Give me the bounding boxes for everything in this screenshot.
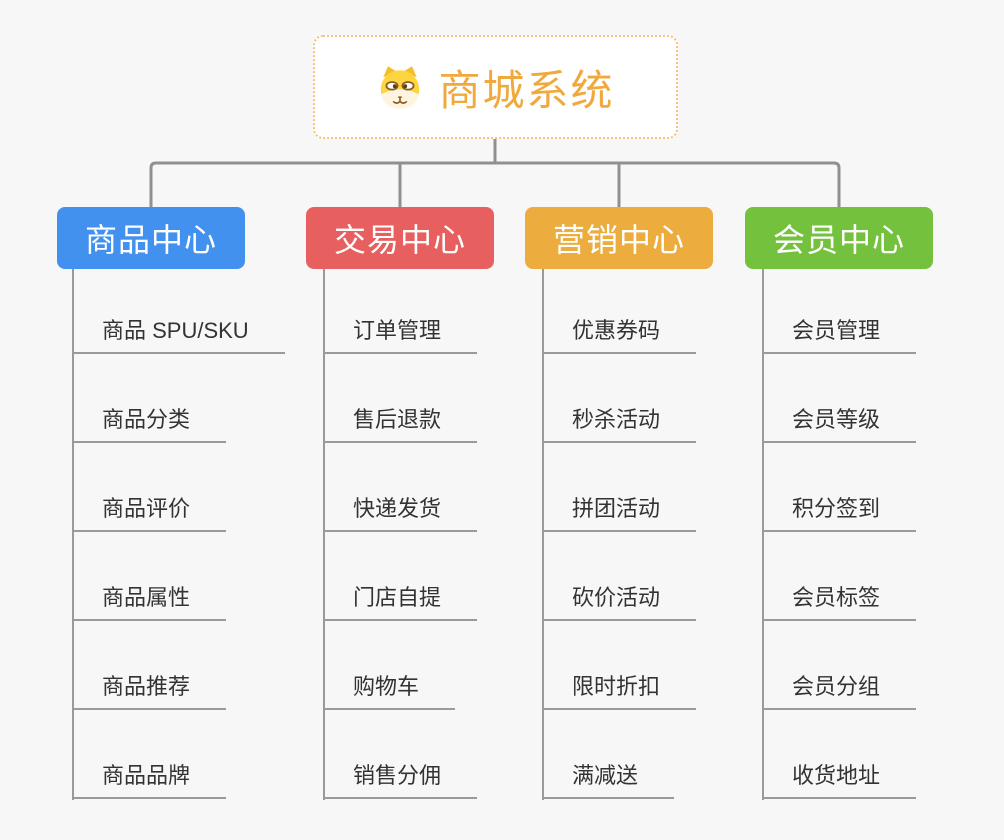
leaf-item[interactable]: 门店自提	[323, 575, 478, 621]
root-title: 商城系统	[438, 66, 615, 114]
leaf-label: 会员管理	[792, 318, 881, 343]
leaf-label: 优惠券码	[572, 318, 661, 343]
leaf-label: 快递发货	[353, 496, 442, 521]
leaf-label: 商品推荐	[102, 674, 191, 699]
leaf-item[interactable]: 会员管理	[762, 308, 917, 354]
leaf-item[interactable]: 优惠券码	[542, 308, 697, 354]
leaf-label: 会员标签	[792, 585, 881, 610]
leaf-item[interactable]: 购物车	[323, 664, 456, 710]
leaf-item[interactable]: 商品分类	[72, 397, 227, 443]
leaf-item[interactable]: 商品品牌	[72, 753, 227, 799]
leaf-label: 门店自提	[353, 585, 442, 610]
leaf-item[interactable]: 积分签到	[762, 486, 917, 532]
leaf-label: 购物车	[353, 674, 420, 699]
leaf-label: 满减送	[572, 763, 639, 788]
leaf-label: 限时折扣	[572, 674, 661, 699]
leaf-item[interactable]: 商品属性	[72, 575, 227, 621]
branch-label: 商品中心	[84, 222, 217, 258]
branch-node-3[interactable]: 营销中心	[525, 207, 713, 269]
leaf-label: 商品评价	[102, 496, 191, 521]
leaf-label: 商品 SPU/SKU	[102, 318, 249, 343]
leaf-item[interactable]: 限时折扣	[542, 664, 697, 710]
leaf-item[interactable]: 砍价活动	[542, 575, 697, 621]
branch-node-1[interactable]: 商品中心	[57, 207, 245, 269]
branch-node-4[interactable]: 会员中心	[745, 207, 933, 269]
branch-label: 营销中心	[552, 222, 685, 258]
root-node[interactable]: 商城系统	[313, 35, 678, 139]
leaf-item[interactable]: 收货地址	[762, 753, 917, 799]
leaf-item[interactable]: 商品推荐	[72, 664, 227, 710]
leaf-item[interactable]: 会员等级	[762, 397, 917, 443]
leaf-label: 商品品牌	[102, 763, 191, 788]
leaf-label: 商品属性	[102, 585, 191, 610]
leaf-item[interactable]: 拼团活动	[542, 486, 697, 532]
branch-spine	[323, 269, 325, 800]
branch-spine	[542, 269, 544, 800]
leaf-label: 售后退款	[353, 407, 442, 432]
leaf-label: 销售分佣	[353, 763, 442, 788]
leaf-item[interactable]: 快递发货	[323, 486, 478, 532]
branch-label: 会员中心	[772, 222, 905, 258]
leaf-label: 会员分组	[792, 674, 881, 699]
leaf-item[interactable]: 商品评价	[72, 486, 227, 532]
leaf-label: 秒杀活动	[572, 407, 661, 432]
branch-label: 交易中心	[333, 222, 466, 258]
leaf-item[interactable]: 秒杀活动	[542, 397, 697, 443]
leaf-item[interactable]: 售后退款	[323, 397, 478, 443]
leaf-item[interactable]: 满减送	[542, 753, 675, 799]
leaf-label: 商品分类	[102, 407, 191, 432]
branch-spine	[762, 269, 764, 800]
leaf-item[interactable]: 商品 SPU/SKU	[72, 308, 285, 354]
leaf-label: 会员等级	[792, 407, 881, 432]
leaf-label: 收货地址	[792, 763, 881, 788]
leaf-item[interactable]: 销售分佣	[323, 753, 478, 799]
leaf-label: 订单管理	[353, 318, 442, 343]
leaf-item[interactable]: 订单管理	[323, 308, 478, 354]
leaf-label: 拼团活动	[572, 496, 661, 521]
leaf-label: 积分签到	[792, 496, 881, 521]
leaf-item[interactable]: 会员标签	[762, 575, 917, 621]
leaf-label: 砍价活动	[572, 585, 661, 610]
dog-face-icon	[376, 64, 424, 110]
leaf-item[interactable]: 会员分组	[762, 664, 917, 710]
branch-node-2[interactable]: 交易中心	[306, 207, 494, 269]
branch-spine	[72, 269, 74, 800]
